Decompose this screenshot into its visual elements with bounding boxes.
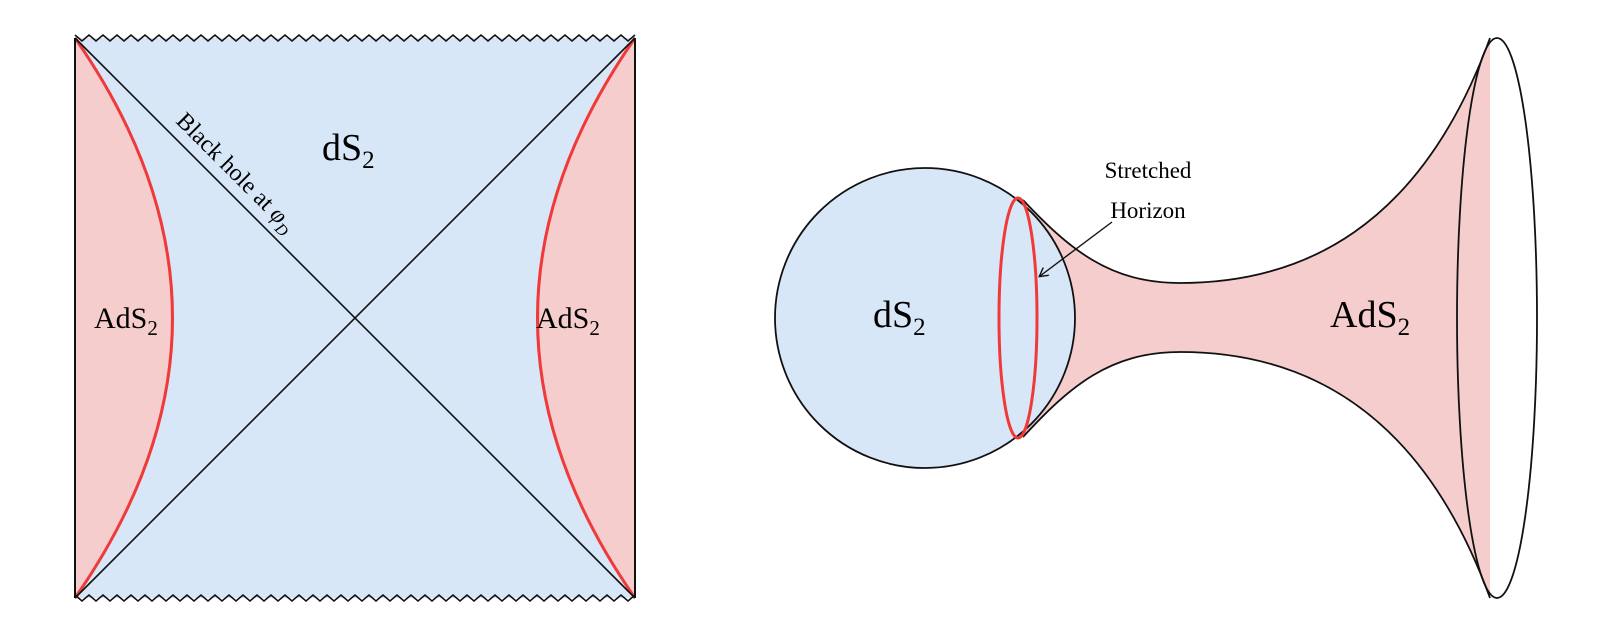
throat-upper-curve [1022,37,1491,284]
ads2-throat-region [1023,38,1490,598]
throat-lower-curve [1022,351,1491,599]
ds2-sphere-label: dS2 [873,294,926,341]
diagonal-ascending [74,37,636,599]
annotation-line-1: Stretched [1105,158,1192,183]
ads2-right-label: AdS2 [536,302,600,340]
penrose-diagram: dS2 AdS2 AdS2 Black hole at φD [73,33,637,603]
outer-boundary-ellipse [1456,37,1538,599]
top-singularity-zigzag [74,33,636,43]
annotation-arrow [1040,221,1113,276]
ds2-center-label: dS2 [322,127,375,174]
ads2-left-label: AdS2 [94,302,158,340]
annotation-line-2: Horizon [1110,198,1186,223]
stretched-horizon-ellipse [997,196,1039,440]
right-horizon-curve [536,37,637,599]
ads2-throat-label: AdS2 [1330,294,1410,341]
left-horizon-curve [73,37,174,599]
ds2-sphere [774,167,1076,469]
geometry-diagram: dS2 AdS2 Stretched Horizon [774,37,1538,599]
bottom-singularity-zigzag [74,593,636,603]
